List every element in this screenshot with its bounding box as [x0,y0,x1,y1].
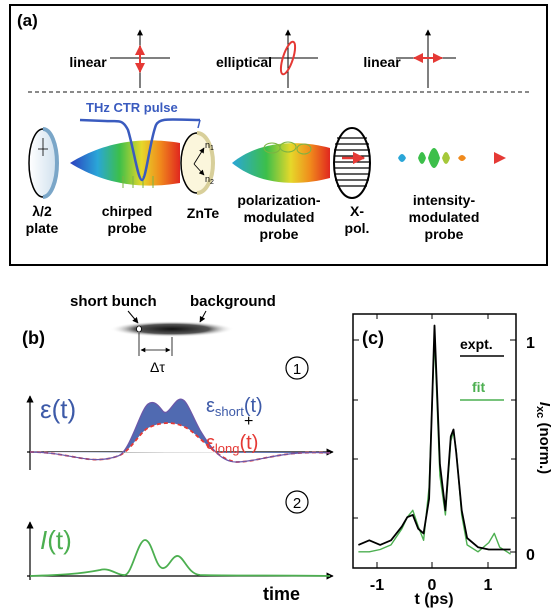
component-labels: λ/2 plate chirped probe ZnTe polarizatio… [26,192,480,242]
polarization-linear-icon [110,29,170,88]
intensity-curve [29,539,331,577]
crossed-polarizer [333,127,371,199]
comp-label-polmod-2: modulated [244,209,315,225]
legend-fit-label: fit [472,379,486,395]
comp-label-chirped-2: probe [108,220,147,236]
panel-a-label: (a) [17,11,38,30]
pol-label-1: linear [69,54,107,70]
x-tick-0: 0 [428,577,437,594]
pol-ellipse-3 [296,143,312,155]
comp-label-intmod-2: modulated [409,209,480,225]
step-2-number: 2 [293,495,301,512]
comp-label-polmod-1: polarization- [237,192,321,208]
comp-label-chirped-1: chirped [102,203,153,219]
eps-short-label: εshort(t) [206,395,263,419]
eps-total-curve [29,398,331,463]
thz-arrow [197,119,201,129]
x-axis-label: t (ps) [414,591,453,608]
polarization-modulated-beam [232,143,330,183]
comp-label-xpol-2: pol. [345,220,370,236]
time-label: time [263,584,300,604]
comp-label-intmod-3: probe [425,226,464,242]
series-expt-line [358,324,511,551]
bunch-profile [110,321,234,337]
eps-long-mask [30,423,330,462]
pol-label-2: elliptical [216,54,272,70]
x-tick-neg1: -1 [370,577,384,594]
pol-ellipse-2 [279,141,297,153]
panel-c-plot [358,324,511,555]
i-symbol: I(t) [40,525,72,555]
polarization-elliptical-icon [258,29,318,88]
intensity-modulated-output [382,148,506,168]
legend-expt-label: expt. [460,336,493,352]
half-wave-plate [28,127,59,199]
pol-label-3: linear [363,54,401,70]
comp-label-xpol-1: X- [350,203,364,219]
background-label: background [190,293,276,310]
short-bunch-label: short bunch [70,293,157,310]
plus-sign: + [244,413,253,430]
comp-label-intmod-1: intensity- [413,192,476,208]
thz-pulse-label: THz CTR pulse [86,100,178,115]
comp-label-plate-1: λ/2 [32,203,52,219]
x-tick-1: 1 [484,577,493,594]
y-axis-label: Ixc (norm.) [534,402,553,474]
comp-label-polmod-3: probe [260,226,299,242]
background-arrow [199,310,207,323]
eps-symbol: ε(t) [40,394,76,424]
panel-c-label: (c) [362,328,384,348]
comp-label-znte: ZnTe [187,205,220,221]
polarization-linear-horizontal-icon [396,29,456,88]
step-1-number: 1 [293,361,301,378]
znte-crystal [180,131,215,195]
panel-a-frame [9,4,548,266]
y-tick-1: 1 [526,335,535,352]
delta-tau-label: Δτ [150,359,165,375]
comp-label-plate-2: plate [26,220,59,236]
n1-label: n1 [205,140,214,152]
y-tick-0: 0 [526,547,535,564]
chirped-probe-beam [70,140,180,186]
panel-b-label: (b) [22,328,45,348]
panel-c-ticks [353,314,516,568]
step-2-circle [285,490,309,514]
short-bunch-dot [136,325,142,333]
thz-pulse-curve [79,118,201,182]
n2-label: n2 [205,174,214,186]
eps-long-label: εlong(t) [206,432,258,456]
step-1-circle [285,356,309,380]
short-bunch-arrow [127,310,139,324]
